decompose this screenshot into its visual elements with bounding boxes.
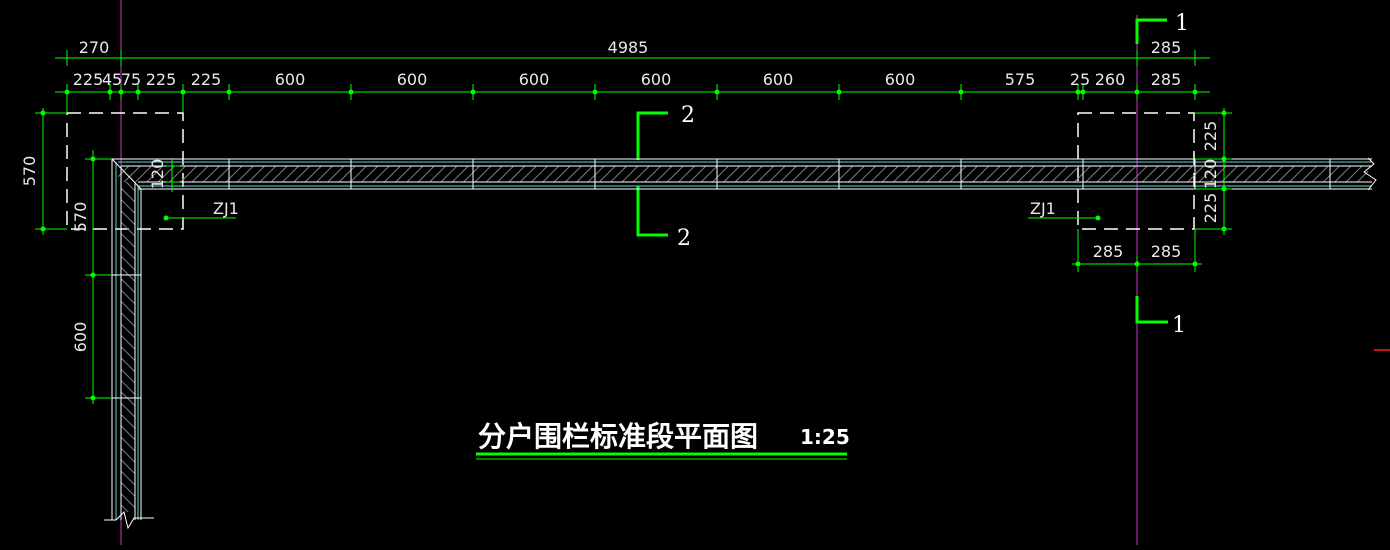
dim-left-570-inner: 570: [71, 202, 90, 233]
section-2-label-bottom: 2: [677, 226, 691, 251]
dim-detail-225-a: 225: [73, 70, 104, 89]
dim-detail-45: 45: [102, 70, 122, 89]
dim-left-thickness-120: 120: [148, 159, 167, 190]
column-label-right: ZJ1: [1030, 199, 1056, 218]
zj1-leader-right: [1028, 215, 1101, 221]
dim-detail-600-3: 600: [519, 70, 550, 89]
dim-detail-25: 25: [1070, 70, 1090, 89]
section-1-label-top: 1: [1175, 11, 1189, 36]
dim-overall-4985: 4985: [608, 38, 649, 57]
zj1-leader-left: [163, 215, 236, 221]
left-thickness-dimension: [166, 158, 180, 192]
dim-detail-225-c: 225: [191, 70, 222, 89]
dim-detail-575: 575: [1005, 70, 1036, 89]
drawing-title: 分户围栏标准段平面图: [478, 420, 758, 453]
top-detail-ticks: [64, 84, 1198, 112]
right-vertical-dimensions: [1195, 108, 1232, 235]
dim-right-120: 120: [1201, 159, 1220, 190]
dim-detail-285: 285: [1151, 70, 1182, 89]
section-2-mark: [636, 111, 668, 237]
section-1-mark: [1135, 18, 1168, 324]
section-2-label-top: 2: [681, 103, 695, 128]
dim-detail-260: 260: [1095, 70, 1126, 89]
dim-detail-600-2: 600: [397, 70, 428, 89]
right-bottom-dimensions: [1072, 229, 1202, 272]
left-vertical-dimensions: [35, 108, 112, 404]
dim-right-bottom-285-left: 285: [1093, 242, 1124, 261]
dim-detail-600-4: 600: [641, 70, 672, 89]
dim-overall-270: 270: [79, 38, 110, 57]
dim-left-570-outer: 570: [20, 156, 39, 187]
vertical-wall[interactable]: [104, 158, 154, 530]
column-label-left: ZJ1: [213, 199, 239, 218]
dim-detail-600-6: 600: [885, 70, 916, 89]
dim-detail-75: 75: [121, 70, 141, 89]
dim-detail-600-5: 600: [763, 70, 794, 89]
dim-left-600: 600: [71, 322, 90, 353]
dim-overall-285: 285: [1151, 38, 1182, 57]
drawing-scale: 1:25: [800, 425, 850, 449]
horizontal-wall[interactable]: [112, 157, 1377, 191]
dim-detail-225-b: 225: [146, 70, 177, 89]
dim-right-225-top: 225: [1201, 121, 1220, 152]
top-overall-dimension: [55, 50, 1210, 66]
dim-right-225-bottom: 225: [1201, 193, 1220, 224]
dim-right-bottom-285-right: 285: [1151, 242, 1182, 261]
section-1-label-bottom: 1: [1172, 313, 1186, 338]
dim-detail-600-1: 600: [275, 70, 306, 89]
